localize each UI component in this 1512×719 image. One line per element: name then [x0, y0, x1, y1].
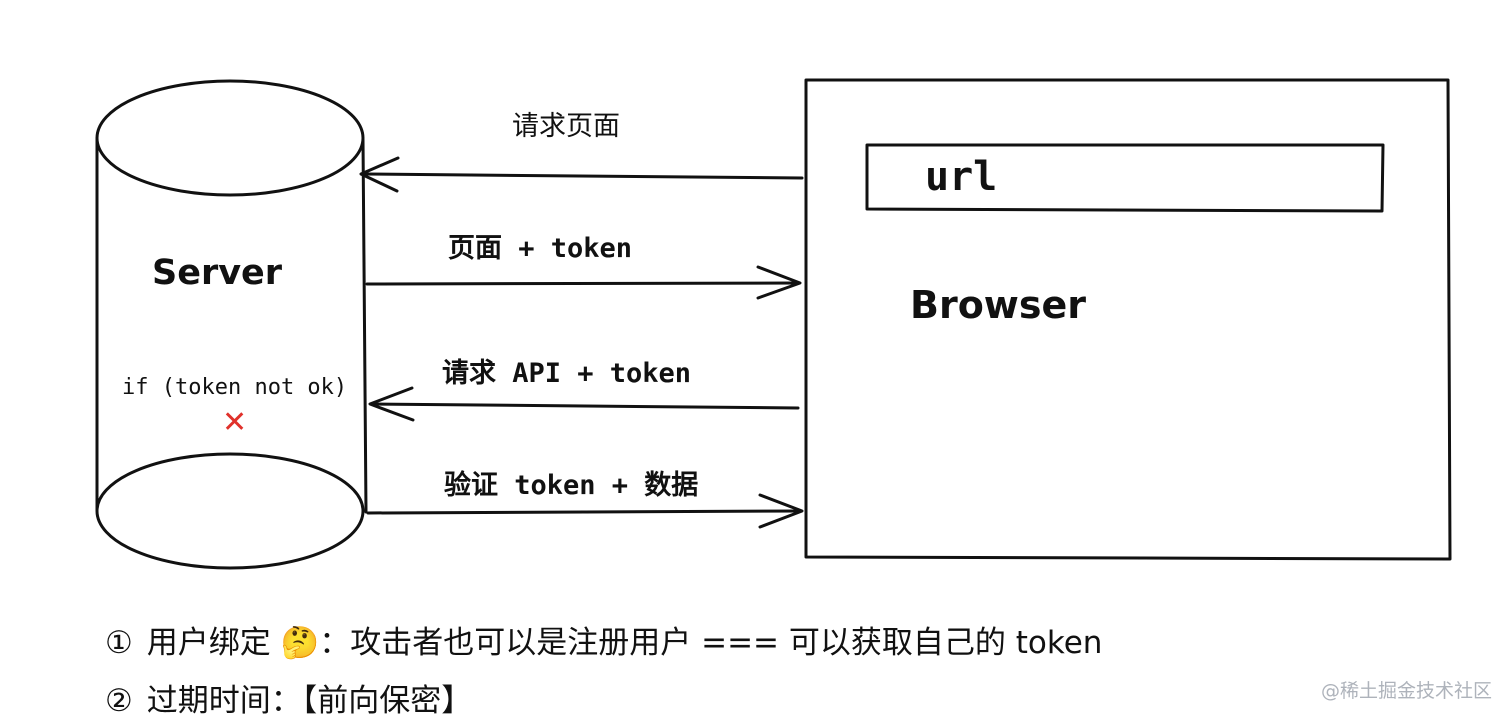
note-marker-2: ②: [105, 683, 133, 719]
server-cylinder: [95, 79, 368, 570]
arrow-label-request-page: 请求页面: [512, 111, 620, 142]
arrows-group: [359, 156, 804, 529]
server-condition: if (token not ok): [122, 375, 347, 400]
arrow-request-api-token-head: [368, 386, 415, 422]
browser-label: Browser: [910, 283, 1086, 327]
server-cylinder-right-side: [361, 138, 368, 514]
note-text-user-binding: 用户绑定 🤔：攻击者也可以是注册用户 === 可以获取自己的 token: [146, 625, 1103, 661]
server-cylinder-bottom: [95, 452, 365, 570]
arrow-label-request-api-token: 请求 API + token: [442, 358, 691, 389]
note-marker-1: ①: [105, 625, 133, 661]
arrow-verify-token-data-head: [758, 493, 804, 529]
browser-window: [804, 78, 1452, 561]
note-expiration: ② 过期时间：【前向保密】: [105, 686, 472, 717]
watermark-text: @稀土掘金技术社区: [1320, 680, 1492, 702]
reject-mark: ✕: [222, 405, 247, 440]
arrow-label-page-token: 页面 + token: [448, 233, 632, 264]
arrow-verify-token-data: [366, 509, 803, 515]
arrow-page-token-head: [756, 265, 802, 300]
arrow-request-api-token: [369, 402, 800, 410]
server-label: Server: [152, 253, 283, 293]
arrow-request-page: [361, 172, 804, 180]
note-text-expiration: 过期时间：【前向保密】: [146, 683, 473, 719]
arrow-label-verify-token-data: 验证 token + 数据: [444, 469, 698, 501]
note-user-binding: ① 用户绑定 🤔：攻击者也可以是注册用户 === 可以获取自己的 token: [105, 628, 1102, 659]
browser-url-bar: [865, 143, 1385, 213]
server-cylinder-top: [95, 79, 365, 197]
browser-window-frame: [804, 78, 1452, 561]
arrow-page-token: [365, 281, 801, 286]
browser-url-text: url: [925, 154, 997, 200]
arrow-request-page-head: [359, 156, 400, 193]
